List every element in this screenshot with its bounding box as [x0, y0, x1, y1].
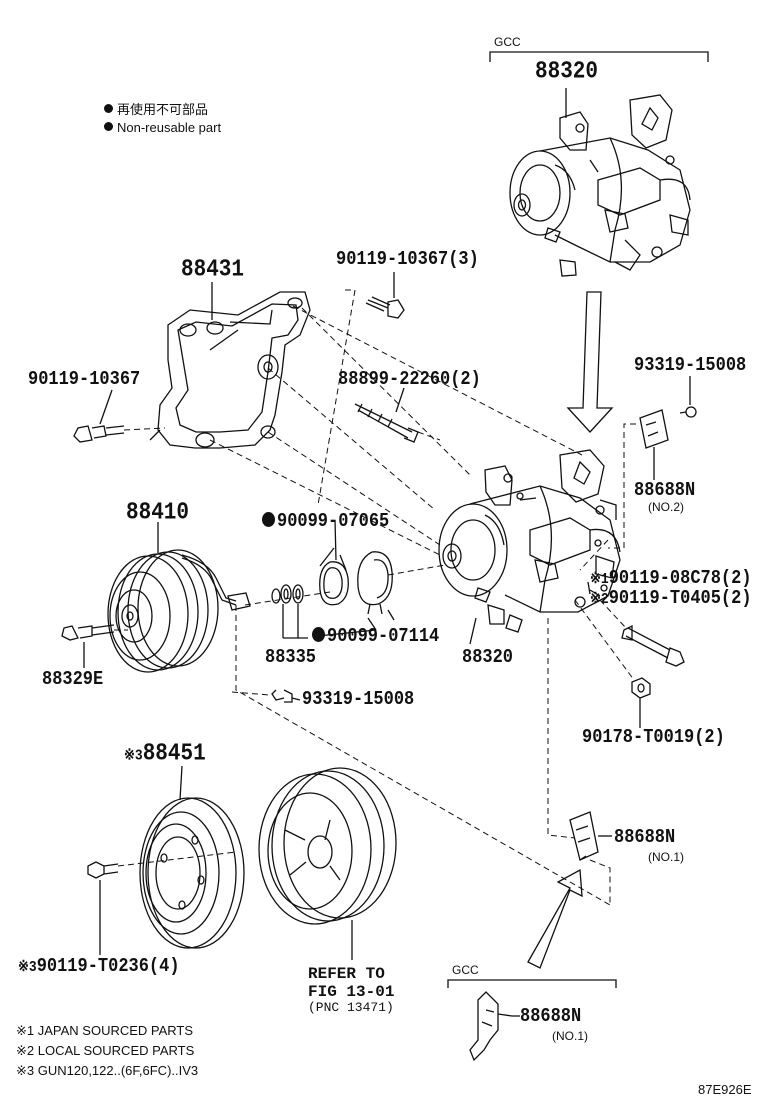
snap-ring-90099-07114-drawing [357, 551, 395, 631]
part-label-88329E[interactable]: 88329E [42, 668, 104, 691]
part-label-93319-15008-top[interactable]: 93319-15008 [634, 354, 747, 377]
gcc-top-bracket [489, 51, 709, 62]
stud-88899-22260-drawing [354, 403, 419, 443]
snap-ring-90099-07065-drawing [319, 547, 349, 606]
part-label-88451[interactable]: ※388451 [124, 740, 206, 768]
shims-88335-drawing [271, 584, 308, 639]
part-label-90119-T0405-2[interactable]: ※290119-T0405(2) [590, 587, 752, 610]
compressor-88320-drawing [438, 449, 621, 633]
bracket-88431-drawing [149, 291, 311, 449]
reference-line2: FIG 13-01 [308, 982, 395, 1001]
arrow-up [527, 868, 583, 969]
damper-pulley-drawing [258, 767, 397, 960]
bolt-90119-T0236-drawing [87, 861, 119, 955]
part-label-88320-gcc[interactable]: 88320 [535, 58, 599, 86]
part-label-90119-10367[interactable]: 90119-10367 [28, 368, 141, 391]
gcc-bottom-bracket [447, 979, 617, 988]
gcc-label-top: GCC [494, 35, 521, 49]
part-label-90119-10367-3[interactable]: 90119-10367(3) [336, 248, 479, 271]
part-sub-88688N-no1-gcc: (NO.1) [552, 1029, 588, 1043]
plate-88688N-no2-drawing [639, 409, 669, 449]
bolt-88329E-drawing [61, 624, 115, 641]
reference-line3: (PNC 13471) [308, 1000, 394, 1016]
reference-note[interactable]: REFER TO FIG 13-01 (PNC 13471) [308, 965, 395, 1016]
part-label-93319-15008-bottom[interactable]: 93319-15008 [302, 688, 415, 711]
figure-code: 87E926E [698, 1082, 752, 1097]
plate-88688N-no1-drawing [569, 811, 599, 861]
part-sub-88688N-no2: (NO.2) [648, 500, 684, 514]
part-label-88335[interactable]: 88335 [265, 646, 317, 669]
plate-88688N-no1-gcc-drawing [469, 991, 513, 1062]
pulley-88451-drawing [139, 797, 245, 949]
part-label-88688N-no1-gcc[interactable]: 88688N [520, 1005, 582, 1028]
part-label-90119-08C78-2[interactable]: ※190119-08C78(2) [590, 567, 752, 590]
part-label-90099-07114[interactable]: 90099-07114 [312, 627, 439, 647]
part-label-88688N-no1[interactable]: 88688N [614, 826, 676, 849]
reference-line1: REFER TO [308, 965, 385, 983]
footnote-3: ※3 GUN120,122..(6F,6FC)..IV3 [16, 1063, 199, 1078]
part-label-90178-T0019-2[interactable]: 90178-T0019(2) [582, 726, 725, 749]
bolt-90119-08C78-drawing [589, 589, 601, 597]
filled-dot-icon [104, 104, 113, 113]
part-sub-88688N-no1: (NO.1) [648, 850, 684, 864]
part-label-88688N-no2[interactable]: 88688N [634, 479, 696, 502]
clutch-88410-drawing [107, 549, 251, 673]
non-reusable-dot-icon [312, 627, 325, 642]
part-label-88410[interactable]: 88410 [126, 499, 190, 527]
nut-90178-T0019-drawing [631, 677, 651, 699]
gcc-label-bottom: GCC [452, 963, 479, 977]
filled-dot-icon [104, 122, 113, 131]
compressor-gcc-drawing [509, 94, 691, 277]
footnote-1: ※1 JAPAN SOURCED PARTS [16, 1023, 194, 1038]
bolt-90119-10367-drawing [73, 425, 125, 443]
arrow-down [566, 291, 614, 433]
legend-non-reusable-ja: 再使用不可部品 [104, 103, 208, 116]
leader-90099-07114 [317, 629, 377, 637]
part-label-88431[interactable]: 88431 [181, 256, 245, 284]
footnote-2: ※2 LOCAL SOURCED PARTS [16, 1043, 195, 1058]
bolt-90119-10367-3-drawing [365, 296, 405, 319]
part-label-88899-22260-2[interactable]: 88899-22260(2) [338, 368, 481, 391]
bolt-90119-T0405-drawing [621, 624, 685, 667]
part-label-90099-07065[interactable]: 90099-07065 [262, 512, 389, 532]
bolt-93319-15008-top-drawing [679, 406, 697, 418]
part-label-90119-T0236-4[interactable]: ※390119-T0236(4) [18, 955, 180, 978]
part-label-88320-mid[interactable]: 88320 [462, 646, 514, 669]
bolt-93319-15008-bottom-drawing [271, 689, 293, 703]
non-reusable-dot-icon [262, 512, 275, 527]
legend-non-reusable-en: Non-reusable part [104, 121, 221, 134]
